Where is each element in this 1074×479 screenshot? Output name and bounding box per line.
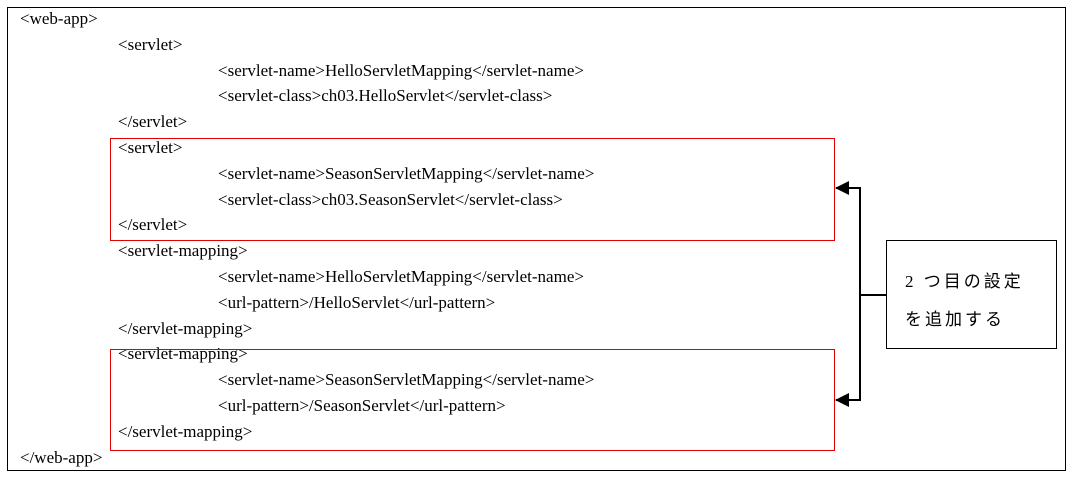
code-line: </servlet>	[118, 215, 188, 235]
code-line: <servlet-class>ch03.HelloServlet</servle…	[218, 86, 553, 106]
code-line: <servlet-name>SeasonServletMapping</serv…	[218, 163, 595, 183]
code-line: <servlet-name>SeasonServletMapping</serv…	[218, 370, 595, 390]
code-line: </servlet>	[118, 112, 188, 132]
code-line: </web-app>	[20, 447, 103, 467]
code-line: </servlet-mapping>	[118, 421, 253, 441]
arrow-head-icon	[835, 393, 849, 407]
code-line: <servlet-name>HelloServletMapping</servl…	[218, 267, 584, 286]
code-line: <url-pattern>/HelloServlet</url-pattern>	[218, 292, 496, 312]
code-line: <url-pattern>/SeasonServlet</url-pattern…	[218, 396, 506, 415]
code-frame	[7, 7, 1066, 471]
code-line: <servlet>	[118, 34, 183, 54]
code-line: <servlet-mapping>	[118, 241, 248, 261]
bracket-line	[836, 187, 861, 401]
callout-box: 2 つ目の設定 を追加する	[886, 240, 1057, 349]
arrow-head-icon	[835, 181, 849, 195]
code-line: <servlet-class>ch03.SeasonServlet</servl…	[218, 189, 563, 209]
code-line: </servlet-mapping>	[118, 318, 253, 338]
code-line: <servlet-name>HelloServletMapping</servl…	[218, 60, 584, 80]
highlight-servlet-box	[110, 138, 835, 241]
callout-line-2: を追加する	[905, 310, 1005, 329]
code-line: <servlet>	[118, 138, 183, 157]
callout-line-1: 2 つ目の設定	[905, 272, 1024, 291]
highlight-servlet-mapping-box	[110, 349, 835, 451]
code-line: <web-app>	[20, 9, 98, 28]
